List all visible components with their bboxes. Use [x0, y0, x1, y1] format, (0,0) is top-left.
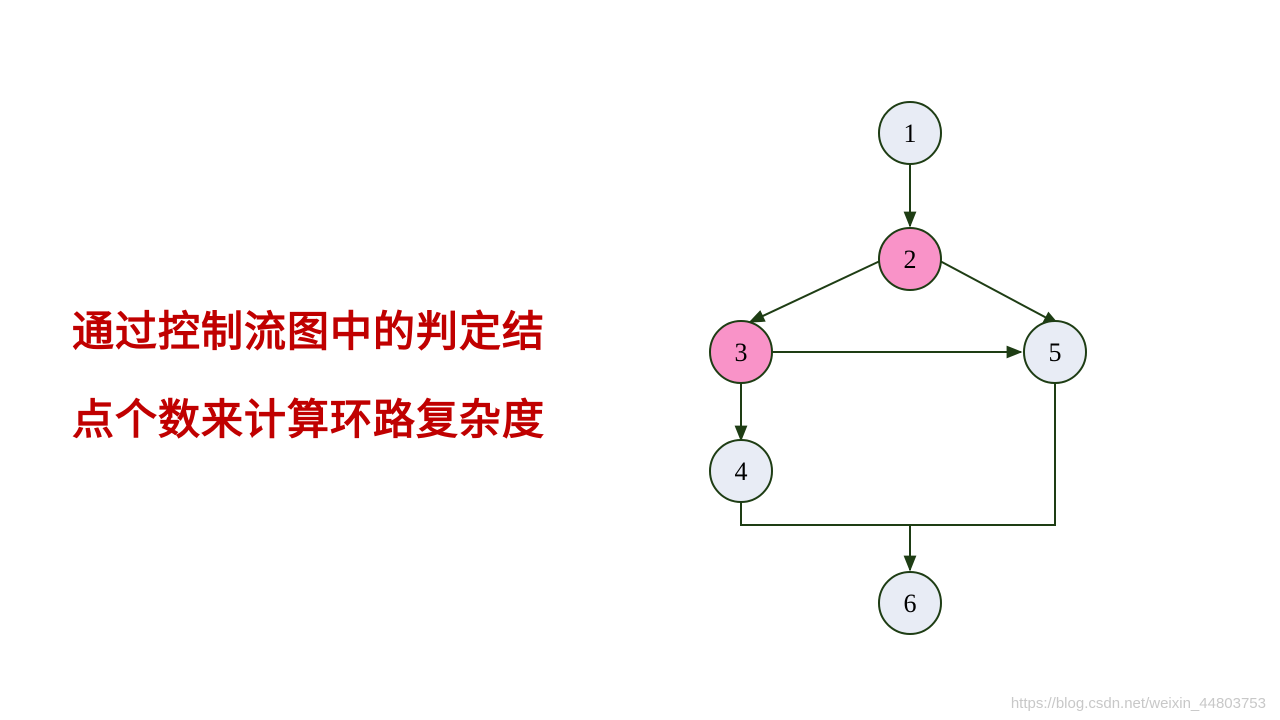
watermark-url: https://blog.csdn.net/weixin_44803753 [1010, 695, 1266, 712]
node-6: 6 [878, 571, 942, 635]
node-6-circle [878, 571, 942, 635]
node-3: 3 [709, 320, 773, 384]
node-4-circle [709, 439, 773, 503]
caption-line-2: 点个数来计算环路复杂度 [72, 395, 546, 444]
node-1-label: 1 [904, 119, 917, 148]
node-2-label: 2 [904, 245, 917, 274]
node-2-circle [878, 227, 942, 291]
node-3-circle [709, 320, 773, 384]
node-1: 1 [878, 101, 942, 165]
node-4: 4 [709, 439, 773, 503]
edge-2-3 [748, 260, 881, 323]
caption-text: 通过控制流图中的判定结 点个数来计算环路复杂度 [72, 288, 632, 464]
edge-2-5 [939, 260, 1060, 325]
node-5: 5 [1023, 320, 1087, 384]
node-5-circle [1023, 320, 1087, 384]
node-6-label: 6 [904, 589, 917, 618]
edges [734, 164, 1060, 572]
node-4-label: 4 [735, 457, 748, 486]
caption-line-1: 通过控制流图中的判定结 [72, 307, 546, 356]
node-3-label: 3 [735, 338, 748, 367]
node-1-circle [878, 101, 942, 165]
edge-5-6 [910, 383, 1056, 526]
edge-4-6 [740, 502, 910, 526]
node-2: 2 [878, 227, 942, 291]
node-5-label: 5 [1049, 338, 1062, 367]
